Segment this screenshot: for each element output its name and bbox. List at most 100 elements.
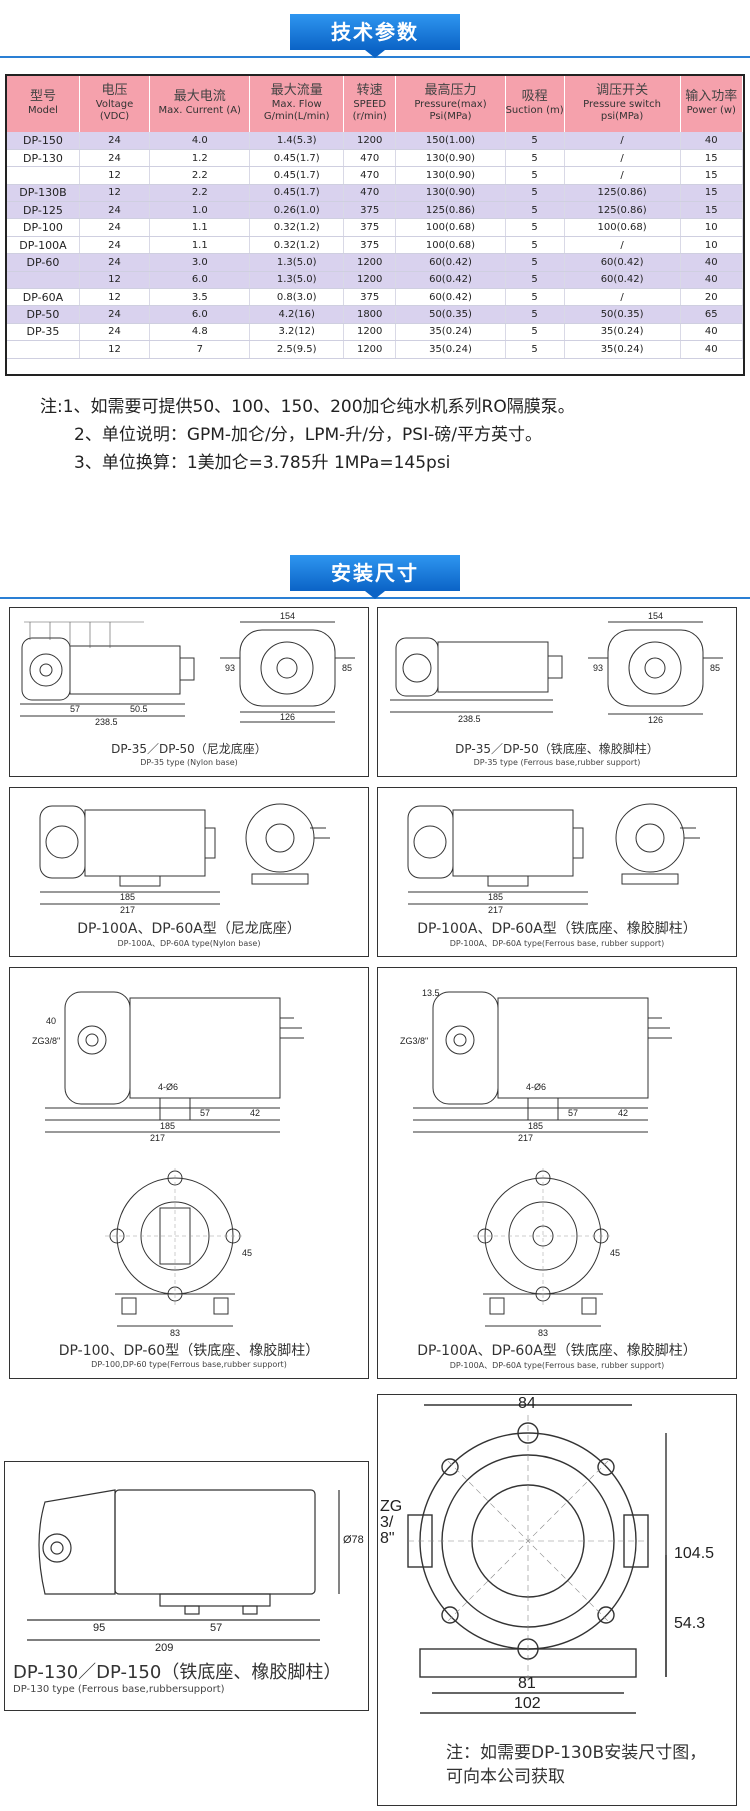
drawing-title: DP-130／DP-150（铁底座、橡胶脚柱） <box>13 1662 342 1683</box>
dim-label: 4-Ø6 <box>158 1082 179 1092</box>
table-cell: 5 <box>505 253 565 272</box>
table-cell: 1200 <box>343 271 397 290</box>
table-cell: 150(1.00) <box>395 132 506 150</box>
dim-label: 154 <box>280 611 296 621</box>
dim-label: 238.5 <box>95 717 118 727</box>
table-cell: 15 <box>680 149 744 168</box>
table-cell: 24 <box>79 132 151 150</box>
dim-label: ZG3/8" <box>32 1036 61 1046</box>
table-cell: 10 <box>680 236 744 255</box>
dim-label: 185 <box>488 892 504 902</box>
table-cell: 10 <box>680 218 744 237</box>
dim-label: 42 <box>250 1108 261 1118</box>
dim-label: ZG3/8" <box>400 1036 429 1046</box>
table-cell: 12 <box>79 166 151 185</box>
drawing-title: DP-100A、DP-60A型（铁底座、橡胶脚柱） <box>417 1343 697 1359</box>
drawing-subtitle: DP-35 type (Ferrous base,rubber support) <box>473 758 641 767</box>
table-cell: 0.32(1.2) <box>249 236 344 255</box>
table-cell: 1200 <box>343 132 397 150</box>
table-cell: 1.3(5.0) <box>249 253 344 272</box>
drawing-panel-dp100-ferrous: 40 ZG3/8" 4-Ø6 57 42 185 217 83 45 DP-10… <box>9 967 369 1379</box>
dim-label: 57 <box>210 1622 223 1634</box>
dim-label: 81 <box>518 1675 536 1692</box>
table-cell: 0.45(1.7) <box>249 149 344 168</box>
dim-label: 57 <box>568 1108 579 1118</box>
dim-label: 209 <box>155 1642 174 1654</box>
drawing-panel-dp130: 95 57 209 Ø78 DP-130／DP-150（铁底座、橡胶脚柱） DP… <box>4 1461 369 1711</box>
dim-label: 42 <box>618 1108 629 1118</box>
dim-label: 85 <box>342 663 353 673</box>
table-cell: 24 <box>79 305 151 324</box>
table-cell: 5 <box>505 218 565 237</box>
drawing-subtitle: DP-100A、DP-60A type(Ferrous base, rubber… <box>449 939 665 948</box>
note-1: 注:1、如需要可提供50、100、150、200加仑纯水机系列RO隔膜泵。 <box>40 397 575 417</box>
dim-label: ZG3/8" <box>380 1498 403 1547</box>
table-cell: 130(0.90) <box>395 184 506 203</box>
table-cell: 60(0.42) <box>564 271 681 290</box>
drawing-subtitle: DP-35 type (Nylon base) <box>140 758 238 767</box>
dim-label: 45 <box>610 1248 621 1258</box>
table-cell: 375 <box>343 218 397 237</box>
drawing-subtitle: DP-100,DP-60 type(Ferrous base,rubber su… <box>91 1360 287 1369</box>
table-cell: 12 <box>79 184 151 203</box>
table-cell: 100(0.68) <box>395 218 506 237</box>
model-cell: DP-60A <box>7 288 80 307</box>
table-cell: 5 <box>505 236 565 255</box>
table-cell: 4.2(16) <box>249 305 344 324</box>
table-cell: 3.0 <box>149 253 251 272</box>
drawing-subtitle: DP-100A、DP-60A type(Ferrous base, rubber… <box>449 1361 665 1370</box>
table-cell: 130(0.90) <box>395 166 506 185</box>
table-cell: / <box>564 149 681 168</box>
table-cell: 12 <box>79 271 151 290</box>
dim-label: 154 <box>648 611 664 621</box>
model-cell: DP-60 <box>7 253 80 272</box>
dim-label: 93 <box>225 663 236 673</box>
dim-label: 217 <box>488 905 504 915</box>
table-cell: 1.0 <box>149 201 251 220</box>
drawing-panel-dp100a-ferrous: 185 217 DP-100A、DP-60A型（铁底座、橡胶脚柱） DP-100… <box>377 787 737 957</box>
table-cell: 40 <box>680 271 744 290</box>
dp130b-note-line-1: 注：如需要DP-130B安装尺寸图， <box>446 1743 707 1763</box>
pump-side-view-drawing <box>20 621 355 723</box>
table-cell: 130(0.90) <box>395 149 506 168</box>
table-cell: 1800 <box>343 305 397 324</box>
table-cell: 0.32(1.2) <box>249 218 344 237</box>
pump-front-view-drawing <box>407 1404 667 1714</box>
table-cell: 50(0.35) <box>395 305 506 324</box>
table-cell: 60(0.42) <box>395 271 506 290</box>
dim-label: 185 <box>528 1121 544 1131</box>
table-cell: 375 <box>343 288 397 307</box>
table-cell: 125(0.86) <box>395 201 506 220</box>
notes: 注:1、如需要可提供50、100、150、200加仑纯水机系列RO隔膜泵。 2、… <box>40 393 740 477</box>
table-cell: 15 <box>680 166 744 185</box>
dim-label: 50.5 <box>130 704 148 714</box>
header-arrow <box>365 50 385 58</box>
table-cell: 100(0.68) <box>395 236 506 255</box>
dim-label: 95 <box>93 1622 106 1634</box>
dim-label: 185 <box>120 892 136 902</box>
table-cell: 60(0.42) <box>395 253 506 272</box>
pump-two-view-drawing <box>413 991 672 1327</box>
model-cell <box>7 166 80 185</box>
table-cell: 35(0.24) <box>395 340 506 359</box>
model-cell: DP-130 <box>7 149 80 168</box>
table-cell: 1.1 <box>149 236 251 255</box>
install-dims-title: 安装尺寸 <box>290 555 460 591</box>
table-cell: 375 <box>343 236 397 255</box>
table-cell: / <box>564 166 681 185</box>
drawing-subtitle: DP-130 type (Ferrous base,rubbersupport) <box>13 1684 225 1695</box>
table-cell: 470 <box>343 149 397 168</box>
dim-label: 217 <box>150 1133 166 1143</box>
drawing-title: DP-100A、DP-60A型（铁底座、橡胶脚柱） <box>417 921 697 937</box>
table-cell: 6.0 <box>149 271 251 290</box>
